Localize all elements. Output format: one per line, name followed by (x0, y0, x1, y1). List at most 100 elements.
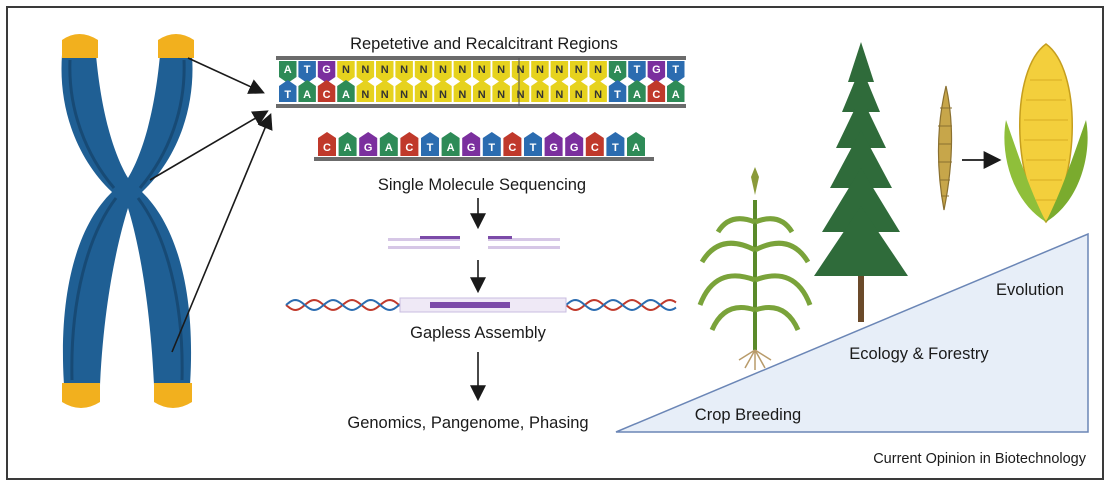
read-letter: A (344, 142, 352, 154)
dna-bottom-letter: N (594, 89, 602, 101)
dna-top-letter: N (478, 64, 486, 76)
read-nucleotide: A (441, 132, 460, 156)
dna-bottom-letter: A (303, 89, 311, 101)
read-letter: T (427, 142, 434, 154)
dna-top-nucleotide: N (511, 61, 530, 83)
dna-bottom-letter: C (652, 89, 660, 101)
dna-bottom-letter: N (536, 89, 544, 101)
ecology-forestry-label: Ecology & Forestry (849, 345, 989, 363)
dna-bottom-nucleotide: C (647, 80, 666, 102)
conifer-tree-icon (814, 42, 908, 322)
read-letter: T (530, 142, 537, 154)
dna-top-nucleotide: T (667, 61, 685, 83)
telomere-bottom-right (154, 383, 192, 408)
read-nucleotide: G (359, 132, 378, 156)
dna-top-nucleotide: T (298, 61, 316, 83)
dna-top-nucleotide: G (647, 61, 666, 83)
dna-top-letter: A (284, 64, 292, 76)
dna-bottom-letter: N (381, 89, 389, 101)
dna-bottom-nucleotide: N (531, 80, 549, 102)
read-letter: T (488, 142, 495, 154)
dna-bottom-letter: N (400, 89, 408, 101)
dna-top-nucleotide: N (356, 61, 375, 83)
crop-breeding-label: Crop Breeding (695, 406, 801, 424)
dna-top-letter: N (555, 64, 563, 76)
dna-top-letter: T (634, 64, 641, 76)
dna-top-nucleotide: N (395, 61, 413, 83)
dna-bottom-letter: N (517, 89, 525, 101)
dna-backbone-bottom (276, 104, 686, 108)
repeat-regions-title: Repetetive and Recalcitrant Regions (350, 35, 618, 53)
credit-label: Current Opinion in Biotechnology (873, 451, 1087, 467)
dna-bottom-nucleotide: N (589, 80, 607, 102)
dna-bottom-letter: N (575, 89, 583, 101)
dna-backbone-top (276, 56, 686, 60)
telomere-top-left (62, 34, 98, 58)
dna-top-nucleotide: N (570, 61, 588, 83)
read-letter: A (385, 142, 393, 154)
dna-bottom-letter: N (555, 89, 563, 101)
read-nucleotide: C (318, 132, 336, 156)
dna-bottom-letter: N (497, 89, 505, 101)
dna-top-letter: N (361, 64, 369, 76)
chromosome-icon (61, 34, 194, 408)
assembled-chromosome-icon (285, 297, 677, 313)
read-letter: A (447, 142, 455, 154)
dna-top-letter: N (458, 64, 466, 76)
dna-top-letter: N (439, 64, 447, 76)
read-letter: G (570, 142, 579, 154)
dna-bottom-nucleotide: N (492, 80, 510, 102)
dna-bottom-letter: A (633, 89, 641, 101)
dna-top-nucleotide: N (589, 61, 607, 83)
read-nucleotide: C (503, 132, 522, 156)
dna-top-nucleotide: N (492, 61, 510, 83)
arrow-chromosome-bottom (171, 113, 273, 353)
dna-bottom-letter: N (478, 89, 486, 101)
dna-top-nucleotide: A (279, 61, 297, 83)
figure-border (6, 6, 1104, 480)
dna-bottom-nucleotide: N (414, 80, 433, 102)
dna-top-letter: T (304, 64, 311, 76)
read-nucleotide: C (585, 132, 604, 156)
dna-bottom-letter: T (284, 89, 291, 101)
dna-bottom-nucleotide: N (570, 80, 588, 102)
dna-bottom-nucleotide: N (356, 80, 375, 102)
dna-bottom-letter: A (672, 89, 680, 101)
dna-top-letter: N (594, 64, 602, 76)
read-nucleotide: A (627, 132, 645, 156)
dna-top-nucleotide: T (628, 61, 646, 83)
dna-top-letter: N (400, 64, 408, 76)
dna-top-nucleotide: N (473, 61, 491, 83)
read-letter: C (508, 142, 516, 154)
genomics-label: Genomics, Pangenome, Phasing (347, 414, 588, 432)
dna-top-nucleotide: N (337, 61, 355, 83)
read-letter: G (364, 142, 373, 154)
dna-bottom-nucleotide: N (550, 80, 569, 102)
dna-bottom-nucleotide: N (376, 80, 394, 102)
gapless-assembly-label: Gapless Assembly (410, 324, 546, 342)
dna-top-nucleotide: N (376, 61, 394, 83)
dna-top-nucleotide: G (317, 61, 336, 83)
read-nucleotide: A (379, 132, 398, 156)
dna-bottom-nucleotide: N (511, 80, 530, 102)
dna-bottom-letter: A (342, 89, 350, 101)
dna-bottom-letter: N (420, 89, 428, 101)
dna-top-letter: N (575, 64, 583, 76)
dna-top-letter: N (381, 64, 389, 76)
read-nucleotide: G (462, 132, 481, 156)
dna-top-letter: T (672, 64, 679, 76)
dna-top-nucleotide: N (550, 61, 569, 83)
dna-bottom-nucleotide: A (298, 80, 316, 102)
dna-top-nucleotide: N (434, 61, 452, 83)
telomere-bottom-left (62, 383, 100, 408)
corn-cob-icon (1004, 43, 1088, 224)
arrow-chromosome-mid (149, 110, 269, 181)
teosinte-ear-icon (937, 85, 953, 211)
dna-bottom-nucleotide: N (453, 80, 472, 102)
dna-bottom-letter: N (439, 89, 447, 101)
read-letter: A (632, 142, 640, 154)
read-letter: C (405, 142, 413, 154)
